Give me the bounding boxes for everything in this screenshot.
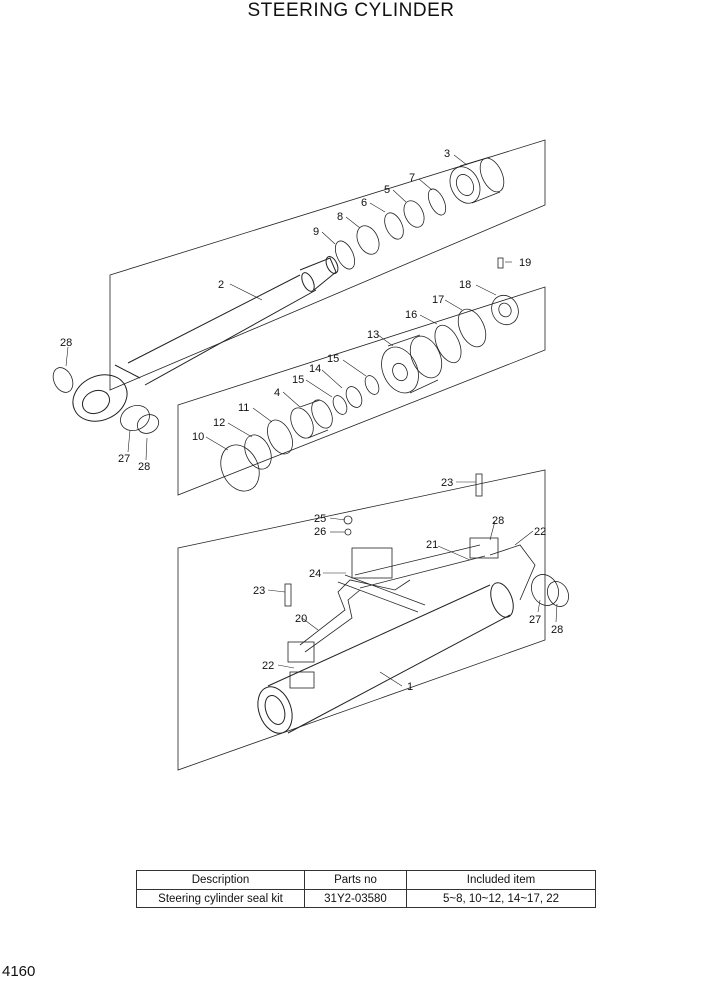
callout-13: 13 xyxy=(367,329,379,341)
callout-12: 12 xyxy=(213,417,225,429)
ring-9 xyxy=(334,240,356,270)
callout-9: 9 xyxy=(313,226,319,238)
table-header-cell: Description xyxy=(136,870,305,890)
callout-22b: 22 xyxy=(262,660,274,672)
ring-11 xyxy=(267,419,293,455)
ring-8 xyxy=(356,225,380,255)
callout-27a: 27 xyxy=(118,453,130,465)
callout-11: 11 xyxy=(238,402,249,414)
callout-7: 7 xyxy=(409,172,415,184)
callout-15a: 15 xyxy=(327,353,339,365)
rod-group-frame xyxy=(109,139,546,391)
callout-20: 20 xyxy=(295,613,307,625)
bolt-23a xyxy=(284,583,292,607)
pipes-20-21 xyxy=(299,544,486,653)
tube-group-frame xyxy=(177,469,546,771)
callout-27b: 27 xyxy=(529,614,541,626)
clamp-24 xyxy=(337,547,426,613)
table-cell: 5~8, 10~12, 14~17, 22 xyxy=(406,889,596,908)
piston-rod xyxy=(72,256,339,422)
callout-17: 17 xyxy=(432,294,444,306)
callout-22a: 22 xyxy=(534,526,546,538)
piston-group-frame xyxy=(177,286,546,496)
ring-5 xyxy=(403,200,425,228)
diagram-title: STEERING CYLINDER xyxy=(247,0,455,21)
cylinder-tube xyxy=(257,582,514,734)
ring-14 xyxy=(345,386,363,408)
ring-12 xyxy=(244,434,272,470)
callout-26: 26 xyxy=(314,526,326,538)
callout-4: 4 xyxy=(274,387,280,399)
ring-15b xyxy=(364,375,380,395)
callout-2: 2 xyxy=(218,279,224,291)
ring-28a xyxy=(52,367,74,393)
table-cell: 31Y2-03580 xyxy=(304,889,407,908)
callout-28b: 28 xyxy=(138,461,150,473)
callout-6: 6 xyxy=(361,197,367,209)
callout-28a: 28 xyxy=(60,337,72,349)
ring-7 xyxy=(427,188,447,216)
callout-23a: 23 xyxy=(441,477,453,489)
ring-15a xyxy=(332,395,348,415)
piston-13 xyxy=(381,334,443,394)
callout-8: 8 xyxy=(337,211,343,223)
elbow-port xyxy=(489,544,569,607)
rod-bushing xyxy=(120,405,160,434)
callout-3: 3 xyxy=(444,148,450,160)
page-number: 4160 xyxy=(2,963,36,980)
table-cell: Steering cylinder seal kit xyxy=(136,889,305,908)
nut-18 xyxy=(491,294,519,326)
table-header-cell: Included item xyxy=(406,870,596,890)
spacer-4 xyxy=(290,399,333,439)
ring-16 xyxy=(434,324,462,364)
callout-28c: 28 xyxy=(492,515,504,527)
callout-24: 24 xyxy=(309,568,321,580)
callout-25: 25 xyxy=(314,513,326,525)
callout-5: 5 xyxy=(384,184,390,196)
callout-16: 16 xyxy=(405,309,417,321)
bolt-23b xyxy=(475,473,483,497)
ring-6 xyxy=(384,212,404,240)
callout-14: 14 xyxy=(309,363,321,375)
callout-28d: 28 xyxy=(551,624,563,636)
port-blocks xyxy=(287,537,499,689)
ring-17 xyxy=(457,308,487,348)
table-header-cell: Parts no xyxy=(304,870,407,890)
callout-18: 18 xyxy=(459,279,471,291)
nut-25 xyxy=(343,515,353,525)
gland-3 xyxy=(449,156,505,204)
ring-10 xyxy=(220,444,260,492)
callout-21: 21 xyxy=(426,539,438,551)
parts-table: Description Parts no Included item Steer… xyxy=(136,870,596,908)
callout-15b: 15 xyxy=(292,374,304,386)
table-header-row: Description Parts no Included item xyxy=(136,870,596,890)
washer-26 xyxy=(344,528,352,536)
callout-1: 1 xyxy=(407,681,413,693)
screw-19 xyxy=(497,257,504,269)
callout-19: 19 xyxy=(519,257,531,269)
callout-23b: 23 xyxy=(253,585,265,597)
callout-10: 10 xyxy=(192,431,204,443)
table-row: Steering cylinder seal kit 31Y2-03580 5~… xyxy=(136,889,596,908)
